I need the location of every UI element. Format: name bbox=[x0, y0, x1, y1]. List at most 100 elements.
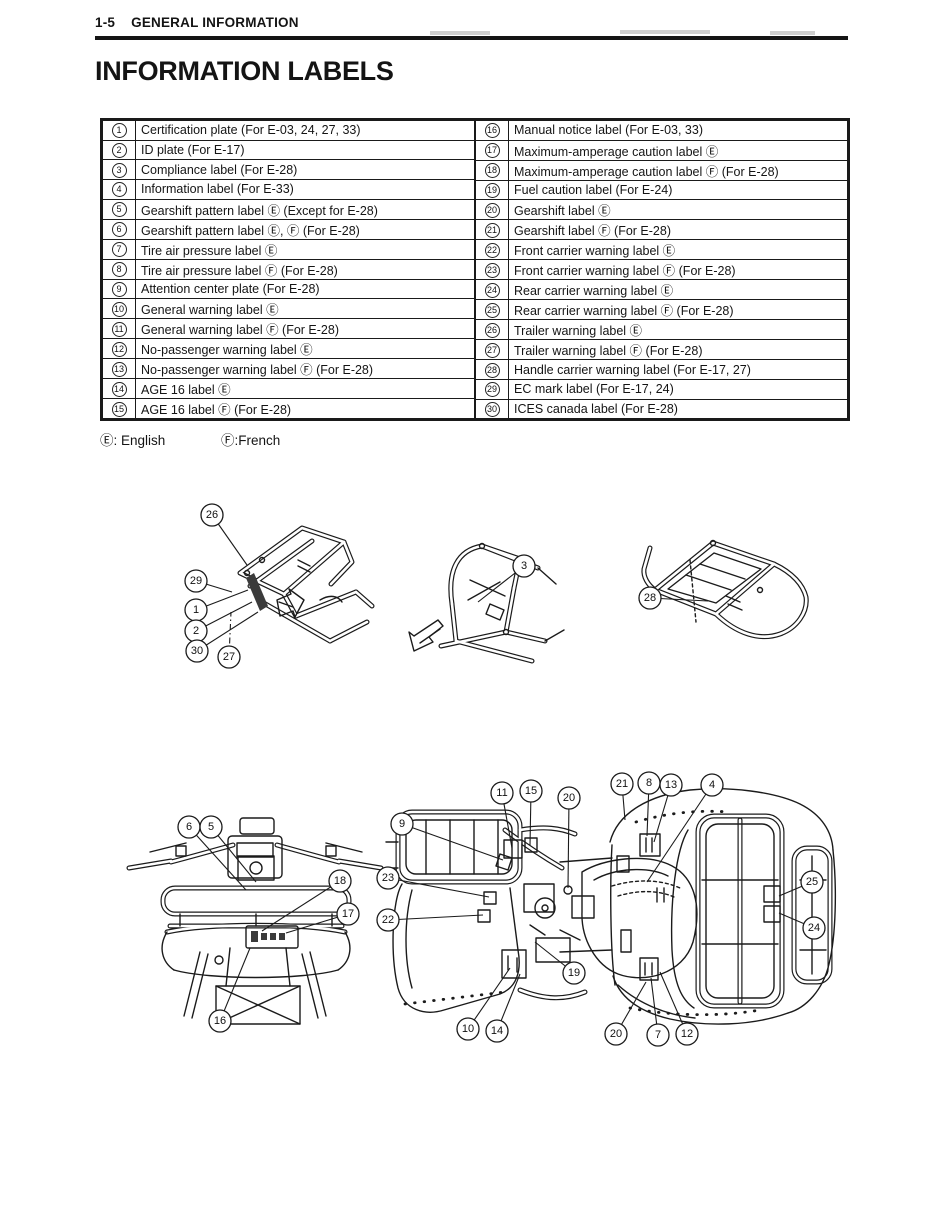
callout-27: 27 bbox=[217, 645, 241, 669]
callout-leader-line bbox=[261, 880, 341, 932]
callout-2: 2 bbox=[184, 619, 208, 643]
callout-13: 13 bbox=[659, 773, 683, 797]
label-number-cell: 8 bbox=[102, 258, 136, 280]
legend-english: Ⓔ: English bbox=[100, 433, 166, 448]
callout-9: 9 bbox=[390, 812, 414, 836]
callout-16: 16 bbox=[208, 1009, 232, 1033]
label-description: Certification plate (For E-03, 24, 27, 3… bbox=[135, 120, 475, 141]
circled-number-badge: 3 bbox=[111, 162, 127, 178]
svg-text:20: 20 bbox=[563, 792, 575, 804]
label-description: Information label (For E-33) bbox=[135, 179, 475, 200]
callout-leader-line bbox=[567, 797, 570, 889]
callout-leader-line bbox=[387, 914, 484, 921]
circled-number-badge: 2 bbox=[111, 143, 127, 159]
callout-20: 20 bbox=[557, 786, 581, 810]
rear-carrier-diagram bbox=[644, 539, 806, 637]
circled-number-badge: 13 bbox=[111, 361, 127, 377]
svg-text:11: 11 bbox=[496, 787, 507, 799]
table-row: 28 Handle carrier warning label (For E-17… bbox=[475, 359, 848, 381]
callout-30: 30 bbox=[185, 639, 209, 663]
legend-french: Ⓕ:French bbox=[221, 433, 281, 448]
svg-text:7: 7 bbox=[655, 1029, 661, 1041]
callout-1: 1 bbox=[184, 598, 208, 622]
label-description: Rear carrier warning label Ⓔ bbox=[508, 279, 848, 301]
front-frame-diagram bbox=[408, 542, 565, 664]
table-row: 22 Front carrier warning label Ⓔ bbox=[475, 239, 848, 261]
svg-text:30: 30 bbox=[191, 645, 203, 657]
callout-29: 29 bbox=[184, 569, 208, 593]
label-description: AGE 16 label Ⓕ (For E-28) bbox=[135, 398, 475, 420]
table-row: 8 Tire air pressure label Ⓕ (For E-28) bbox=[102, 258, 475, 280]
callout-leader-line bbox=[228, 611, 232, 658]
circled-number-badge: 22 bbox=[484, 242, 500, 258]
label-description: ID plate (For E-17) bbox=[135, 139, 475, 161]
callout-6: 6 bbox=[177, 815, 201, 839]
svg-text:19: 19 bbox=[568, 967, 580, 979]
circled-number-badge: 8 bbox=[111, 262, 127, 278]
circled-number-badge: 20 bbox=[484, 202, 500, 218]
circled-number-badge: 18 bbox=[484, 163, 500, 179]
callout-5: 5 bbox=[199, 815, 223, 839]
circled-number-badge: 29 bbox=[484, 382, 500, 398]
scan-smudge bbox=[770, 31, 815, 35]
table-row: 2 ID plate (For E-17) bbox=[102, 139, 475, 161]
svg-text:1: 1 bbox=[193, 604, 199, 616]
circled-number-badge: 21 bbox=[484, 222, 500, 238]
callout-18: 18 bbox=[328, 869, 352, 893]
label-description: Tire air pressure label Ⓕ (For E-28) bbox=[135, 258, 475, 280]
circled-number-badge: 27 bbox=[484, 342, 500, 358]
svg-text:5: 5 bbox=[208, 821, 214, 833]
scan-smudge bbox=[430, 31, 490, 35]
callout-22: 22 bbox=[376, 908, 400, 932]
table-row: 21 Gearshift label Ⓕ (For E-28) bbox=[475, 219, 848, 241]
front-view-diagram bbox=[126, 817, 384, 1025]
label-description: Front carrier warning label Ⓔ bbox=[508, 239, 848, 261]
label-description: Gearshift label Ⓕ (For E-28) bbox=[508, 219, 848, 241]
circled-number-badge: 5 bbox=[111, 202, 127, 218]
label-description: General warning label Ⓕ (For E-28) bbox=[135, 318, 475, 340]
callout-17: 17 bbox=[336, 902, 360, 926]
callout-23: 23 bbox=[376, 866, 400, 890]
callout-leader-line bbox=[196, 611, 259, 652]
svg-text:4: 4 bbox=[709, 779, 715, 791]
circled-number-badge: 9 bbox=[111, 282, 127, 298]
label-number-cell: 14 bbox=[102, 378, 136, 400]
label-description: Trailer warning label Ⓕ (For E-28) bbox=[508, 339, 848, 361]
callout-leader-line bbox=[188, 826, 247, 891]
circled-number-badge: 28 bbox=[484, 362, 500, 378]
label-description: Handle carrier warning label (For E-17, … bbox=[508, 359, 848, 381]
callout-leader-line bbox=[401, 823, 504, 861]
circled-number-badge: 25 bbox=[484, 302, 500, 318]
circled-number-badge: 16 bbox=[484, 123, 500, 139]
circled-number-badge: 4 bbox=[111, 182, 127, 198]
top-view-diagram bbox=[385, 788, 837, 1025]
callout-3: 3 bbox=[512, 554, 536, 578]
circled-number-badge: 19 bbox=[484, 183, 500, 199]
table-row: 15 AGE 16 label Ⓕ (For E-28) bbox=[102, 398, 475, 420]
svg-text:24: 24 bbox=[808, 922, 820, 934]
label-description: Gearshift pattern label Ⓔ (Except for E-… bbox=[135, 198, 475, 220]
svg-text:12: 12 bbox=[681, 1028, 693, 1040]
label-description: Gearshift label Ⓔ bbox=[508, 199, 848, 221]
callout-14: 14 bbox=[485, 1019, 509, 1043]
circled-number-badge: 24 bbox=[484, 282, 500, 298]
svg-text:2: 2 bbox=[193, 625, 199, 637]
svg-text:22: 22 bbox=[382, 914, 394, 926]
callout-20: 20 bbox=[604, 1022, 628, 1046]
section-number: 1-5 bbox=[95, 15, 116, 30]
svg-text:26: 26 bbox=[206, 509, 218, 521]
circled-number-badge: 15 bbox=[111, 401, 127, 417]
svg-text:15: 15 bbox=[525, 785, 537, 797]
